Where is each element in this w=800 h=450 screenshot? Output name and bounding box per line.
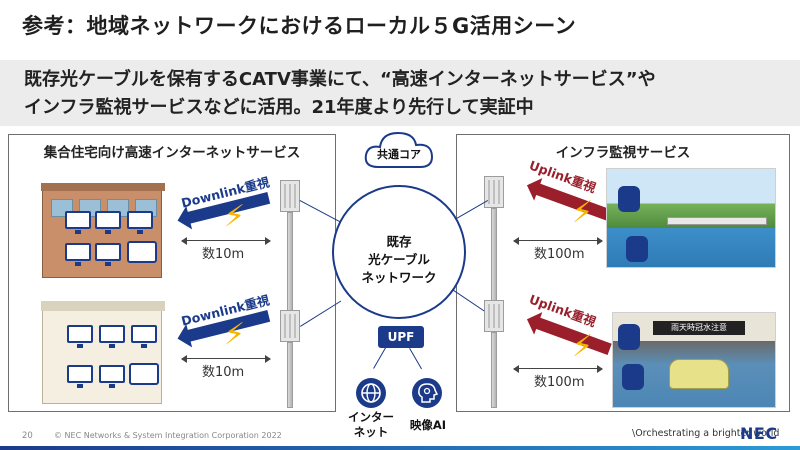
tablet-icon	[127, 241, 157, 263]
upf-box: UPF	[378, 326, 424, 348]
internet-label-1: インター	[348, 410, 394, 424]
flood-warning-sign: 雨天時冠水注意	[653, 321, 745, 335]
ring-line-1: 既存	[386, 234, 412, 249]
lightning-icon: ⚡	[572, 195, 594, 230]
globe-icon	[356, 378, 386, 408]
roof	[41, 183, 165, 191]
pc-icon	[99, 365, 125, 388]
pc-icon	[131, 325, 157, 348]
lightning-icon: ⚡	[572, 329, 594, 364]
distance-arrow-1	[181, 237, 271, 245]
cloud-label: 共通コア	[377, 148, 421, 161]
ai-head-icon	[412, 378, 442, 408]
camera-icon	[626, 236, 648, 262]
pole	[287, 342, 293, 408]
pc-icon	[67, 365, 93, 388]
car	[669, 359, 729, 389]
antenna-pole-icon	[484, 300, 504, 332]
pc-icon	[67, 325, 93, 348]
tagline: \Orchestrating a brighter world	[632, 428, 780, 439]
bridge-deck	[667, 217, 767, 225]
roof	[41, 301, 165, 311]
pc-icon	[65, 211, 91, 234]
antenna-pole-icon	[280, 310, 300, 342]
cloud-icon: 共通コア	[362, 127, 436, 171]
ring-label: 既存 光ケーブル ネットワーク	[334, 233, 464, 287]
panel-title-right: インフラ監視サービス	[555, 145, 691, 161]
lightning-icon: ⚡	[224, 317, 246, 352]
distance-label-3: 数100m	[534, 247, 585, 262]
distance-label-2: 数10m	[202, 365, 245, 380]
antenna-pole-icon	[484, 176, 504, 208]
antenna-pole-icon	[280, 180, 300, 212]
nec-logo: NEC	[740, 424, 778, 443]
pole	[491, 332, 497, 408]
distance-arrow-3	[513, 237, 603, 245]
upf-link	[373, 347, 386, 369]
pc-icon	[99, 325, 125, 348]
fiber-network-ring: 既存 光ケーブル ネットワーク	[332, 185, 466, 319]
internet-label-2: ネット	[353, 425, 389, 439]
pc-icon	[95, 243, 121, 266]
page-number: 20	[22, 431, 33, 441]
internet-label: インター ネット	[338, 410, 404, 440]
camera-icon	[618, 324, 640, 350]
pc-icon	[65, 243, 91, 266]
video-ai-label: 映像AI	[409, 418, 447, 432]
footer-bar	[0, 446, 800, 450]
lead-line-2: インフラ監視サービスなどに活用。21年度より先行して実証中	[24, 97, 534, 118]
camera-icon	[618, 186, 640, 212]
camera-icon	[622, 364, 644, 390]
ring-line-2: 光ケーブル	[368, 252, 430, 267]
tablet-icon	[129, 363, 159, 385]
distance-label-4: 数100m	[534, 375, 585, 390]
apartment-building-2	[41, 301, 165, 404]
ring-line-3: ネットワーク	[361, 270, 437, 285]
upf-link	[409, 348, 422, 370]
copyright: © NEC Networks & System Integration Corp…	[54, 431, 282, 440]
lightning-icon: ⚡	[224, 199, 246, 234]
lead-band: 既存光ケーブルを保有するCATV事業にて、“高速インターネットサービス”や イン…	[0, 60, 800, 126]
distance-arrow-2	[181, 355, 271, 363]
distance-label-1: 数10m	[202, 247, 245, 262]
panel-title-left: 集合住宅向け高速インターネットサービス	[43, 145, 301, 161]
pole	[287, 212, 293, 312]
apartment-building-1	[41, 183, 165, 278]
pc-icon	[127, 211, 153, 234]
page-title: 参考：地域ネットワークにおけるローカル５G活用シーン	[22, 14, 577, 38]
lead-line-1: 既存光ケーブルを保有するCATV事業にて、“高速インターネットサービス”や	[24, 69, 656, 90]
pc-icon	[95, 211, 121, 234]
distance-arrow-4	[513, 365, 603, 373]
pole	[491, 208, 497, 308]
